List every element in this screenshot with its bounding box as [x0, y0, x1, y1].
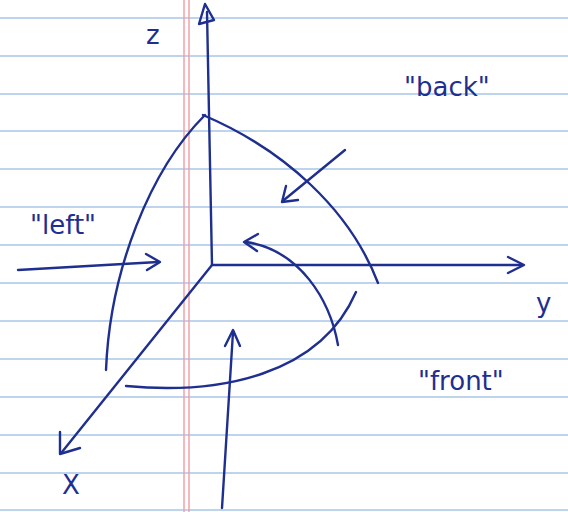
back-arc [203, 115, 378, 283]
leader-arrow [222, 332, 233, 508]
leader-arrow [246, 242, 338, 345]
region-label: "left" [30, 212, 96, 238]
left-arc [106, 115, 205, 370]
x-axis [62, 265, 212, 452]
axis-label: z [146, 22, 160, 48]
arrow-head [282, 186, 298, 202]
leader-arrow [284, 150, 345, 200]
arrow-head [146, 254, 160, 270]
axis-label: X [62, 472, 80, 498]
front-arc [126, 292, 356, 388]
arrow-head [199, 4, 214, 24]
axis-label: y [536, 290, 551, 316]
arrow-head [60, 432, 80, 454]
z-axis [207, 12, 212, 265]
paper-lines [0, 18, 568, 510]
arrow-head [225, 330, 240, 346]
region-label: "front" [418, 368, 504, 394]
margin-line [184, 0, 189, 512]
arrow-head [244, 234, 258, 251]
arrow-head [508, 257, 524, 273]
region-label: "back" [404, 74, 490, 100]
y-axis [212, 264, 522, 266]
leader-arrow [18, 262, 158, 270]
